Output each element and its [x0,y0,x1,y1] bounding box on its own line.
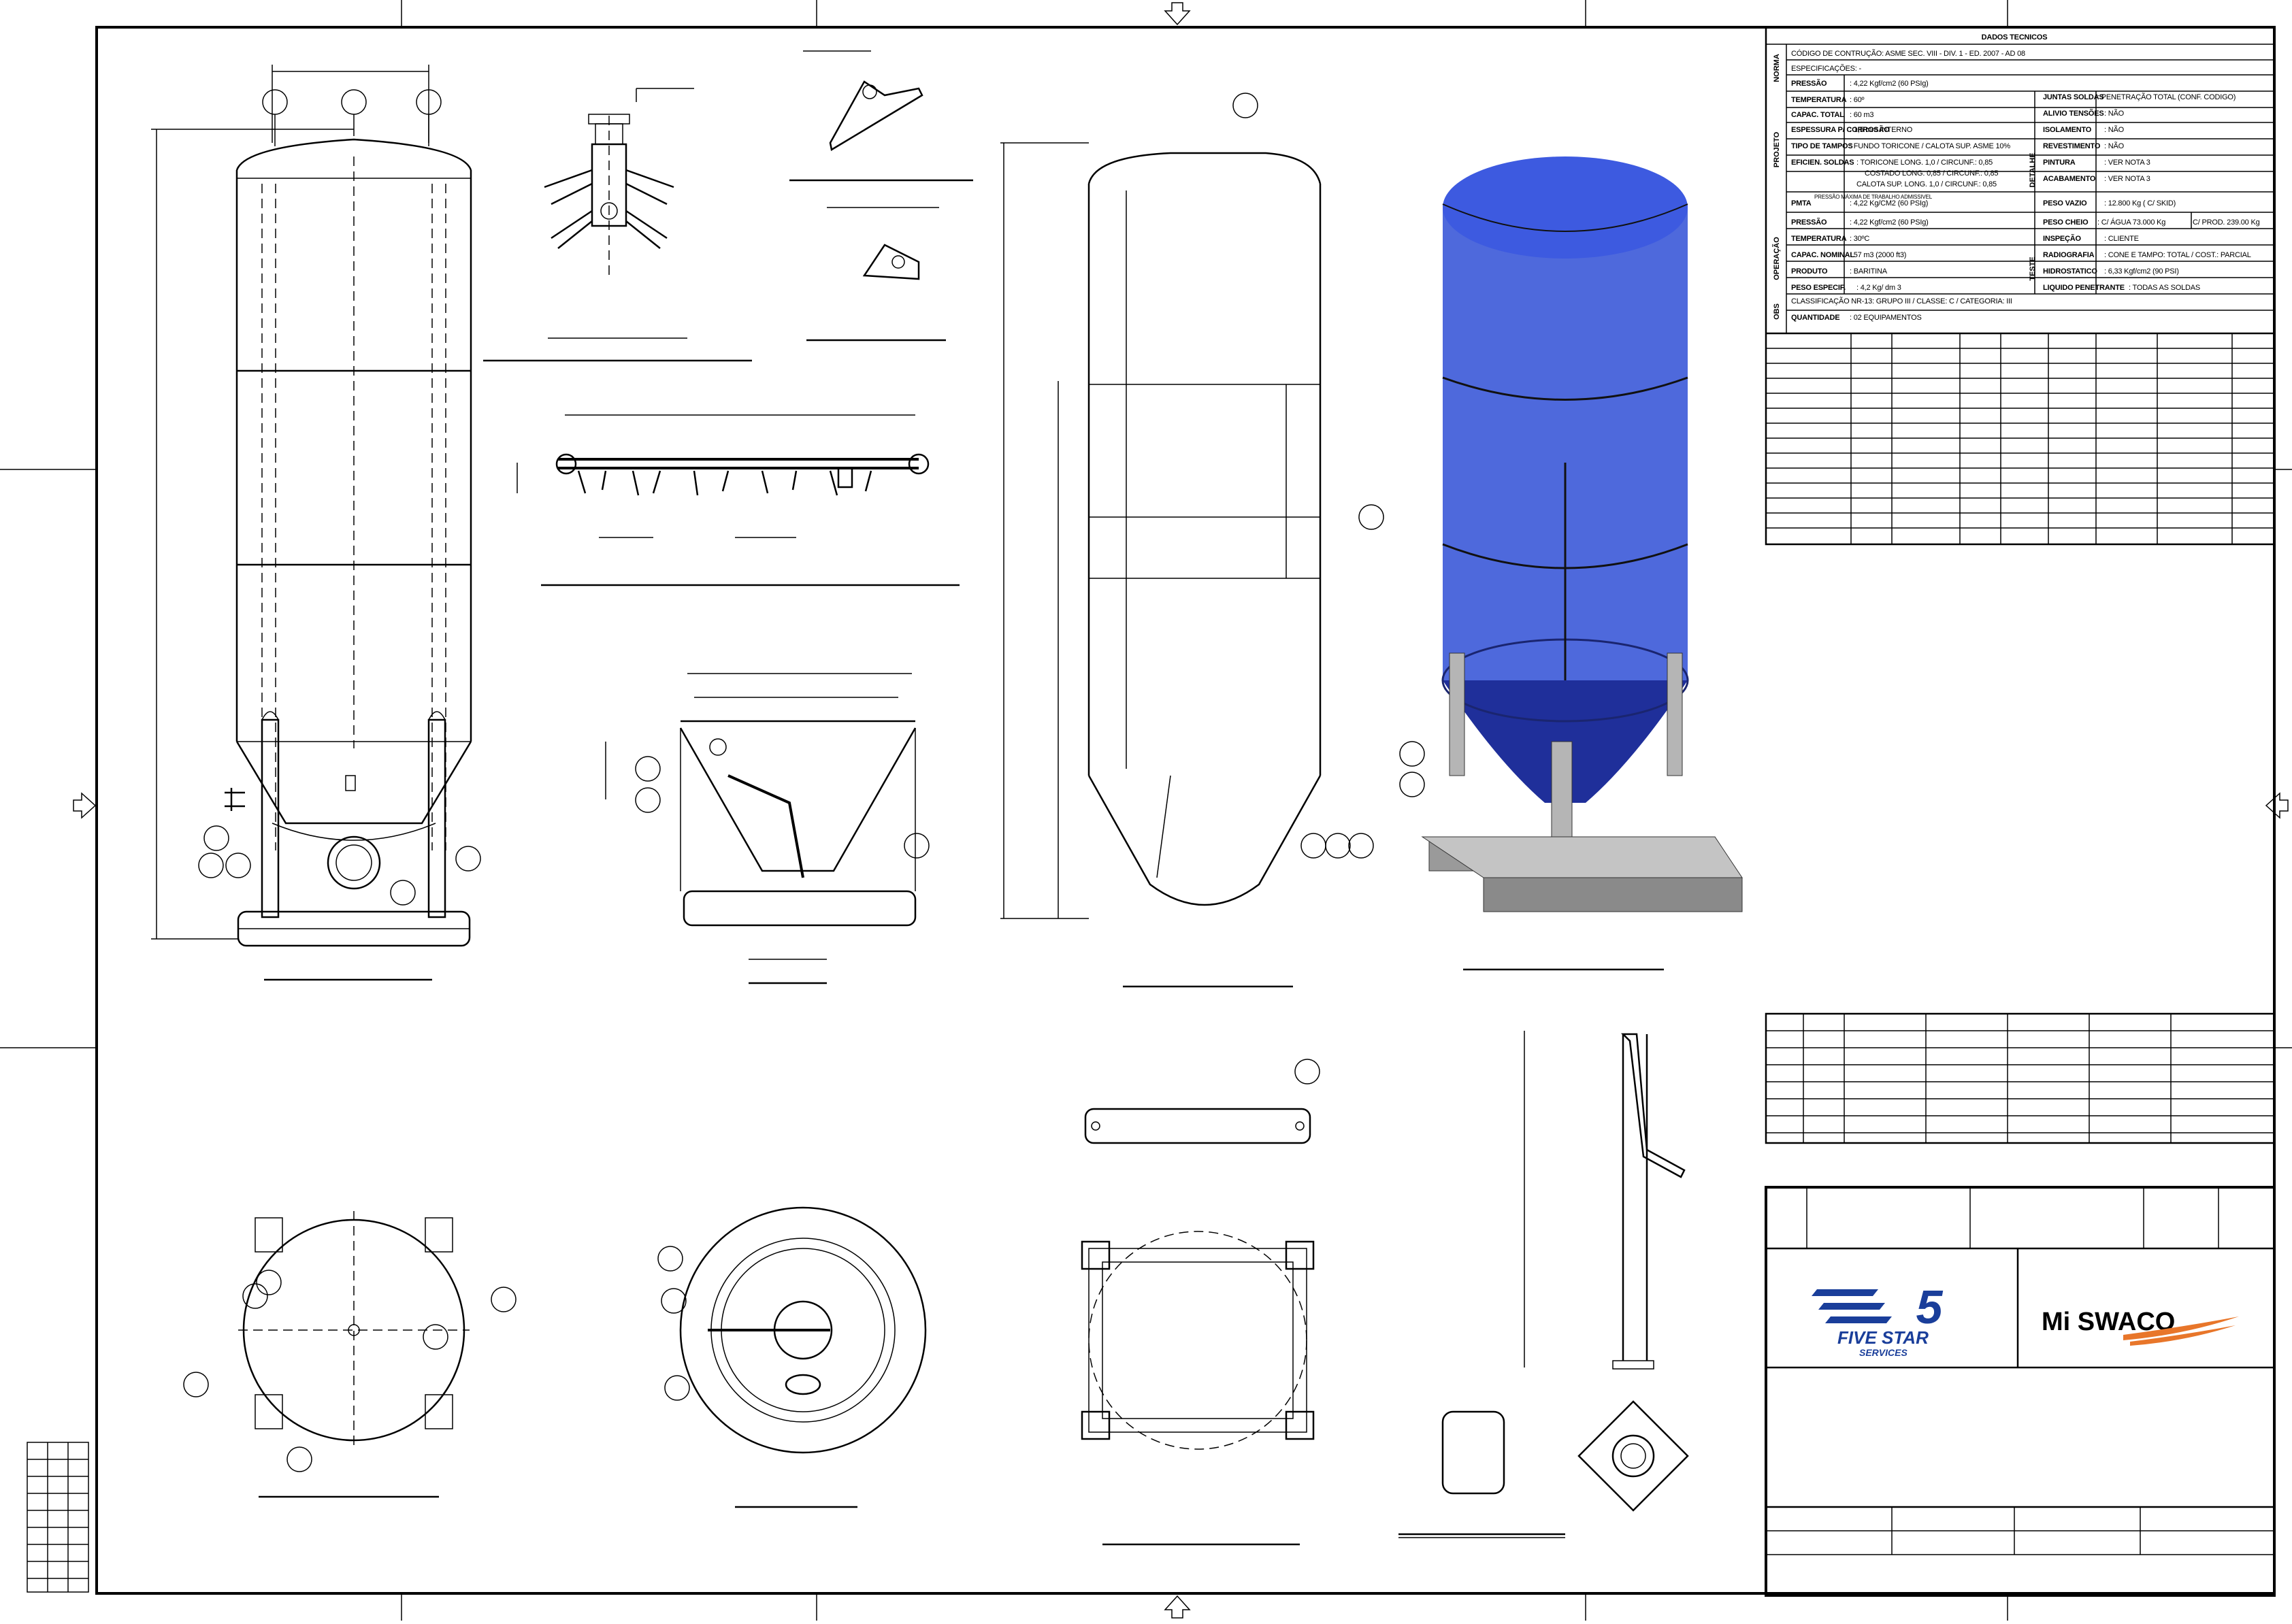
revision-grid [27,1012,2276,1597]
five-star-name: FIVE STAR [1837,1327,1929,1348]
norma-row: CÓDIGO DE CONTRUÇÃO: ASME SEC. VIII - DI… [1791,49,2025,58]
teste-label: RADIOGRAFIA [2043,251,2095,259]
projeto-label: EFICIEN. SOLDAS [1791,159,1854,167]
detalhe-value: : VER NOTA 3 [2104,175,2150,183]
spray-ring-detail [517,414,960,586]
detalhe-value: : NÃO [2104,142,2125,150]
detalhe-value: : NÃO [2104,125,2125,134]
front-view-balloons [198,89,481,906]
teste-value: : CONE E TAMPO: TOTAL / COST.: PARCIAL [2104,251,2251,259]
group-label-detalhe: DETALHE [2029,152,2037,187]
operacao-label: CAPAC. NOMINAL [1791,251,1854,259]
bottom-plan-view [657,1206,927,1508]
tech-sheet-title: DADOS TECNICOS [1982,33,2048,42]
operacao-value: : 4,22 Kgf/cm2 (60 PSIg) [1850,218,1929,227]
section-elevation-view [1000,93,1384,988]
detalhe-label: REVESTIMENTO [2043,142,2101,150]
teste-value: : 6,33 Kgf/cm2 (90 PSI) [2104,267,2179,276]
five-star-sub: SERVICES [1859,1347,1908,1358]
peso-cheio-label: PESO CHEIO [2043,218,2089,227]
projeto-value: : FUNDO TORICONE / CALOTA SUP. ASME 10% [1850,142,2010,150]
projeto-value: : 60º [1850,96,1865,104]
five-star-logo: 5 FIVE STAR SERVICES [1812,1280,1944,1358]
projeto-label: PRESSÃO [1791,79,1827,88]
projeto-value: COSTADO LONG. 0,85 / CIRCUNF.: 0,85 [1865,169,1998,178]
obs-label: QUANTIDADE [1791,314,1839,322]
projeto-value: : 60 m3 [1850,111,1873,119]
lifting-lug-details [789,50,973,342]
teste-label: HIDROSTATICO [2043,267,2097,276]
five-star-number: 5 [1916,1280,1944,1333]
detalhe-label: ACABAMENTO [2043,175,2096,183]
projeto-value: CALOTA SUP. LONG. 1,0 / CIRCUNF.: 0,85 [1856,180,1997,188]
cone-bottom-section [605,673,930,984]
projeto-label: ESPESSURA P/ CORROSÃO [1791,125,1890,134]
skid-frame-views [1081,1059,1320,1546]
group-label-projeto: PROJETO [1773,131,1781,167]
obs-row: CLASSIFICAÇÃO NR-13: GRUPO III / CLASSE:… [1791,297,2012,305]
projeto-value: : 4,22 Kg/CM2 (60 PSIg) [1850,199,1928,208]
projeto-label: TEMPERATURA [1791,96,1847,104]
operacao-value: : 30ºC [1850,235,1869,243]
detalhe-value: : VER NOTA 3 [2104,159,2150,167]
operacao-value: : 57 m3 (2000 ft3) [1850,251,1906,259]
detalhe-label: ALIVIO TENSÕES [2043,109,2104,118]
vessel-3d-render-icon [1399,156,1743,971]
operacao-value: : BARITINA [1850,267,1888,276]
projeto-label: PMTA [1791,199,1812,208]
group-label-norma: NORMA [1773,54,1781,82]
teste-label: LIQUIDO PENETRANTE [2043,284,2125,292]
projeto-value: : TORICONE LONG. 1,0 / CIRCUNF.: 0,85 [1856,159,1993,167]
peso-cheio-value: : C/ ÁGUA 73.000 Kg [2097,218,2165,227]
group-label-obs: OBS [1773,303,1781,320]
detalhe-label: JUNTAS SOLDAS [2043,93,2103,101]
projeto-label: CAPAC. TOTAL [1791,111,1844,119]
operacao-label: TEMPERATURA [1791,235,1847,243]
nozzle-cluster-detail [483,88,752,362]
projeto-label: TIPO DE TAMPOS [1791,142,1853,150]
group-label-operacao: OPERAÇÃO [1772,237,1781,280]
tech-sheet-text: DADOS TECNICOS NORMA CÓDIGO DE CONTRUÇÃO… [1772,33,2260,322]
top-plan-view [183,1211,517,1498]
teste-value: : CLIENTE [2104,235,2139,243]
projeto-value: : 1,5 mm INTERNO [1850,126,1913,134]
projeto-sublabel: PRESSÃO MÁXIMA DE TRABALHO ADMISSIVEL [1814,194,1933,200]
operacao-label: PRESSÃO [1791,218,1827,227]
leg-support-detail [1398,1031,1689,1538]
peso-cheio-extra: C/ PROD. 239.00 Kg [2193,218,2260,227]
projeto-value: : 4,22 Kgf/cm2 (60 PSIg) [1850,80,1929,88]
detalhe-label: PINTURA [2043,159,2076,167]
detalhe-value: : PENETRAÇÃO TOTAL (CONF. CODIGO) [2097,93,2236,101]
operacao-value: : 4,2 Kg/ dm 3 [1856,284,1901,292]
norma-row: ESPECIFICAÇÕES: - [1791,64,1861,73]
teste-value: : TODAS AS SOLDAS [2129,284,2200,292]
miswaco-logo: Mi SWACO [2042,1308,2239,1346]
obs-value: : 02 EQUIPAMENTOS [1850,314,1922,322]
detalhe-label: ISOLAMENTO [2043,126,2092,134]
detalhe-value: : NÃO [2104,109,2125,118]
teste-label: INSPEÇÃO [2043,234,2081,243]
operacao-label: PRODUTO [1791,267,1828,276]
detalhe-label: PESO VAZIO [2043,199,2087,208]
border-arrow-marker-icon [73,2,2289,1619]
operacao-label: PESO ESPECIF. [1791,284,1846,292]
detalhe-value: : 12.800 Kg ( C/ SKID) [2104,199,2176,208]
front-elevation-view [151,65,472,981]
